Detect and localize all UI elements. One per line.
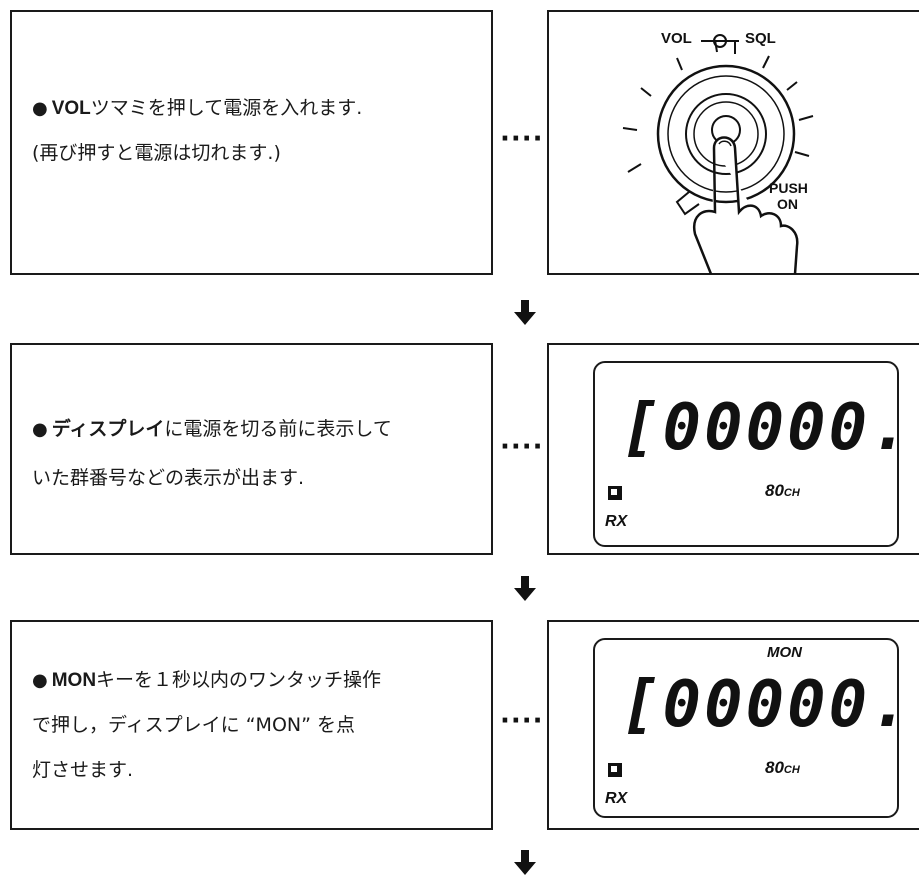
instruction-line: ●MONキーを１秒以内のワンタッチ操作 [32, 658, 471, 703]
lcd-digits: [00000. [621, 391, 912, 465]
lcd-channel: 80CH [765, 481, 800, 501]
lcd-digits: [00000. [621, 668, 912, 742]
instruction-line-2: で押し，ディスプレイに “MON” を点 [32, 714, 355, 736]
vol-label: VOL [661, 30, 692, 47]
instruction-text-3: ●MONキーを１秒以内のワンタッチ操作 で押し，ディスプレイに “MON” を点… [32, 658, 471, 793]
channel-number: 80 [765, 481, 784, 500]
figure-box-3: MON [00000. 80CH RX [547, 620, 919, 830]
instruction-line-1: ディスプレイに電源を切る前に表示して [51, 418, 392, 440]
instruction-line-2: (再び押すと電源は切れます.) [32, 142, 281, 164]
square-icon [608, 763, 622, 777]
connector-dots: ···· [500, 124, 544, 154]
lcd-status: RX [605, 513, 628, 530]
bullet-icon: ● [32, 419, 48, 440]
bullet-icon: ● [32, 98, 48, 119]
instruction-box-3: ●MONキーを１秒以内のワンタッチ操作 で押し，ディスプレイに “MON” を点… [10, 620, 493, 830]
lcd-status: RX [605, 790, 628, 807]
lcd-display: MON [00000. 80CH RX [593, 638, 909, 818]
channel-unit: CH [783, 764, 800, 776]
instruction-line: いた群番号などの表示が出ます. [32, 454, 471, 503]
instruction-line-1: VOLツマミを押して電源を入れます. [51, 97, 363, 119]
figure-box-1: VOL SQL [547, 10, 919, 275]
instruction-line: (再び押すと電源は切れます.) [32, 131, 471, 175]
instruction-box-2: ●ディスプレイに電源を切る前に表示して いた群番号などの表示が出ます. [10, 343, 493, 555]
vol-knob-illustration [622, 34, 814, 274]
lcd-mon-indicator: MON [767, 644, 802, 661]
push-label: PUSH [769, 180, 808, 196]
connector-dots: ···· [500, 432, 544, 462]
instruction-line: ●ディスプレイに電源を切る前に表示して [32, 405, 471, 454]
instruction-line: 灯させます. [32, 748, 471, 793]
keyword: ディスプレイ [51, 419, 165, 440]
instruction-line-3: 灯させます. [32, 759, 134, 781]
on-label: ON [777, 196, 798, 212]
lcd-channel: 80CH [765, 758, 800, 778]
instruction-text-2: ●ディスプレイに電源を切る前に表示して いた群番号などの表示が出ます. [32, 405, 471, 503]
lcd-display: [00000. 80CH RX [593, 361, 909, 547]
bullet-icon: ● [32, 670, 48, 691]
keyword: VOL [51, 98, 91, 119]
channel-number: 80 [765, 758, 784, 777]
instruction-line-1: MONキーを１秒以内のワンタッチ操作 [51, 669, 382, 691]
instruction-box-1: ●VOLツマミを押して電源を入れます. (再び押すと電源は切れます.) [10, 10, 493, 275]
instruction-line-2: いた群番号などの表示が出ます. [32, 467, 305, 489]
figure-box-2: [00000. 80CH RX [547, 343, 919, 555]
instruction-text-1: ●VOLツマミを押して電源を入れます. (再び押すと電源は切れます.) [32, 86, 471, 175]
down-arrow-icon [514, 576, 536, 601]
instruction-line: で押し，ディスプレイに “MON” を点 [32, 703, 471, 748]
instruction-line: ●VOLツマミを押して電源を入れます. [32, 86, 471, 131]
keyword: MON [51, 670, 97, 691]
square-icon [608, 486, 622, 500]
down-arrow-icon [514, 850, 536, 875]
down-arrow-icon [514, 300, 536, 325]
channel-unit: CH [783, 487, 800, 499]
connector-dots: ···· [500, 706, 544, 736]
sql-label: SQL [745, 30, 776, 47]
